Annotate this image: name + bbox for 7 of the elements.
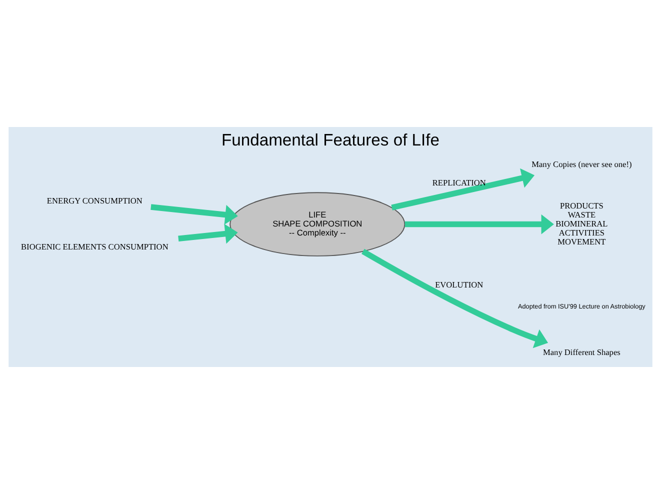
arrow xyxy=(150,204,238,225)
arrow xyxy=(404,214,554,234)
diagram-title: Fundamental Features of LIfe xyxy=(221,130,440,150)
arrow xyxy=(391,168,535,210)
node-ellipse: LIFE SHAPE COMPOSITION -- Complexity -- xyxy=(230,192,406,256)
arrow xyxy=(178,224,238,244)
arrow xyxy=(362,248,548,348)
